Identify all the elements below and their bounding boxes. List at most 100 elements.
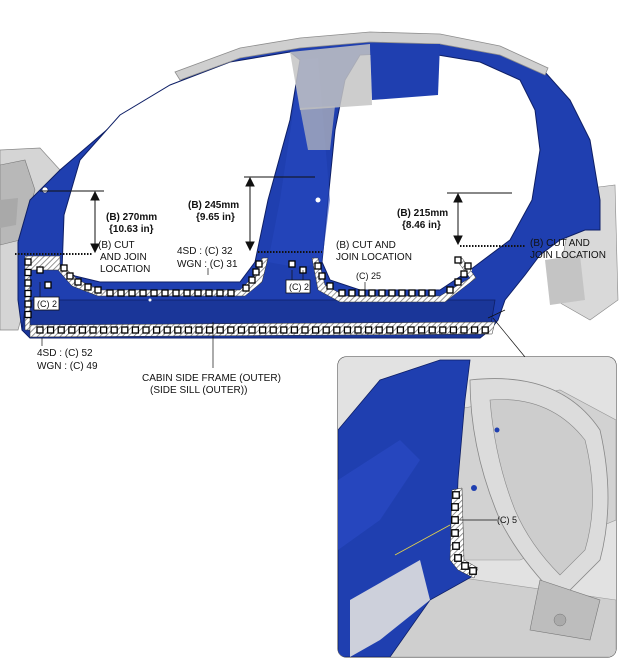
spot-weld-marker	[128, 289, 136, 297]
spot-weld-marker	[216, 289, 224, 297]
spot-weld-marker	[227, 289, 235, 297]
spot-weld-marker	[428, 326, 436, 334]
rear-cut-label-2: JOIN LOCATION	[530, 250, 606, 261]
spot-weld-marker	[57, 326, 65, 334]
spot-weld-marker	[269, 326, 277, 334]
spot-weld-marker	[255, 260, 263, 268]
spot-weld-marker	[121, 326, 129, 334]
c25-label: (C) 25	[356, 271, 381, 281]
spot-weld-marker	[470, 326, 479, 334]
spot-weld-marker	[248, 326, 256, 334]
rear-dim-imperial: {8.46 in}	[402, 220, 441, 231]
rear-cut-label-1: (B) CUT AND	[530, 238, 590, 249]
spot-weld-marker	[74, 278, 82, 286]
spot-weld-marker	[354, 326, 362, 334]
front-cut-label-1: (B) CUT	[98, 240, 135, 251]
spot-weld-marker	[446, 286, 454, 294]
spot-weld-marker	[439, 326, 447, 334]
spot-weld-marker	[24, 258, 32, 266]
spot-weld-marker	[454, 278, 462, 286]
text-labels: (B) 270mm {10.63 in} (B) CUT AND JOIN LO…	[37, 200, 606, 396]
spot-weld-marker	[333, 326, 341, 334]
spot-weld-marker	[378, 289, 386, 297]
spot-weld-marker	[205, 326, 214, 334]
spot-weld-marker	[183, 289, 191, 297]
spot-weld-marker	[24, 268, 32, 277]
inset-c5-label: (C) 5	[497, 515, 517, 525]
spot-weld-marker	[288, 260, 296, 268]
spot-weld-marker	[343, 326, 352, 334]
label-boxes	[33, 279, 311, 311]
leader-lines	[39, 268, 526, 368]
rear-dim-value: (B) 215mm	[397, 208, 448, 219]
spot-weld-marker	[398, 289, 406, 297]
spot-weld-marker	[469, 567, 477, 575]
front-dim-imperial: {10.63 in}	[109, 224, 154, 235]
spot-weld-marker	[461, 562, 469, 570]
spot-weld-marker	[139, 289, 147, 297]
spot-weld-marker	[454, 256, 462, 264]
spot-weld-marker	[314, 262, 322, 270]
spot-weld-marker	[290, 326, 299, 334]
center-c2-label: (C) 2	[289, 282, 309, 292]
spot-weld-marker	[68, 326, 76, 334]
spot-weld-marker	[89, 326, 97, 334]
spot-weld-marker	[216, 326, 224, 334]
spot-welds-inset	[451, 491, 477, 575]
spot-weld-marker	[184, 326, 193, 334]
center-dim-imperial: {9.65 in}	[196, 212, 235, 223]
cut-join-lines	[15, 245, 525, 255]
spot-weld-marker	[36, 326, 44, 334]
spot-weld-marker	[451, 503, 459, 511]
spot-weld-marker	[227, 326, 235, 334]
spot-weld-marker	[163, 326, 171, 334]
spot-weld-marker	[24, 279, 32, 287]
spot-weld-marker	[454, 554, 462, 562]
spot-weld-marker	[237, 326, 246, 334]
spot-weld-marker	[338, 289, 346, 297]
center-weld-wgn: WGN : (C) 31	[177, 259, 238, 270]
spot-weld-marker	[242, 284, 250, 292]
center-cut-label-2: JOIN LOCATION	[336, 252, 412, 263]
spot-weld-marker	[418, 289, 426, 297]
front-cut-label-2: AND JOIN	[100, 252, 147, 263]
spot-weld-marker	[194, 289, 202, 297]
dimension-arrows	[40, 176, 512, 254]
detail-inset: (C) 5	[337, 356, 617, 658]
spot-weld-marker	[94, 286, 102, 294]
spot-weld-marker	[348, 289, 356, 297]
spot-weld-marker	[24, 310, 32, 319]
spot-weld-marker	[110, 326, 118, 334]
center-weld-4sd: 4SD : (C) 32	[177, 246, 233, 257]
front-c2-label: (C) 2	[37, 299, 57, 309]
spot-weld-marker	[36, 266, 44, 274]
spot-weld-marker	[481, 326, 489, 334]
spot-weld-marker	[24, 300, 32, 308]
part-name-line1: CABIN SIDE FRAME (OUTER)	[142, 373, 281, 384]
sill-weld-4sd: 4SD : (C) 52	[37, 348, 93, 359]
spot-weld-marker	[174, 326, 182, 334]
spot-weld-marker	[66, 272, 74, 280]
spot-weld-marker	[460, 270, 468, 278]
part-name-line2: (SIDE SILL (OUTER))	[150, 385, 247, 396]
spot-weld-marker	[364, 326, 373, 334]
spot-weld-marker	[84, 283, 92, 291]
spot-weld-marker	[24, 289, 32, 298]
spot-weld-marker	[46, 326, 55, 334]
spot-weld-marker	[396, 326, 405, 334]
spot-weld-marker	[117, 289, 125, 297]
sill-weld-wgn: WGN : (C) 49	[37, 361, 98, 372]
spot-weld-marker	[78, 326, 87, 334]
spot-weld-marker	[60, 264, 68, 272]
spot-weld-marker	[464, 262, 472, 270]
spot-weld-marker	[460, 326, 468, 334]
spot-weld-marker	[152, 326, 161, 334]
spot-weld-marker	[258, 326, 267, 334]
spot-weld-marker	[131, 326, 140, 334]
spot-weld-marker	[451, 516, 459, 524]
spot-weld-marker	[280, 326, 288, 334]
spot-weld-marker	[408, 289, 416, 297]
spot-weld-marker	[451, 529, 459, 537]
spot-weld-marker	[452, 491, 460, 499]
